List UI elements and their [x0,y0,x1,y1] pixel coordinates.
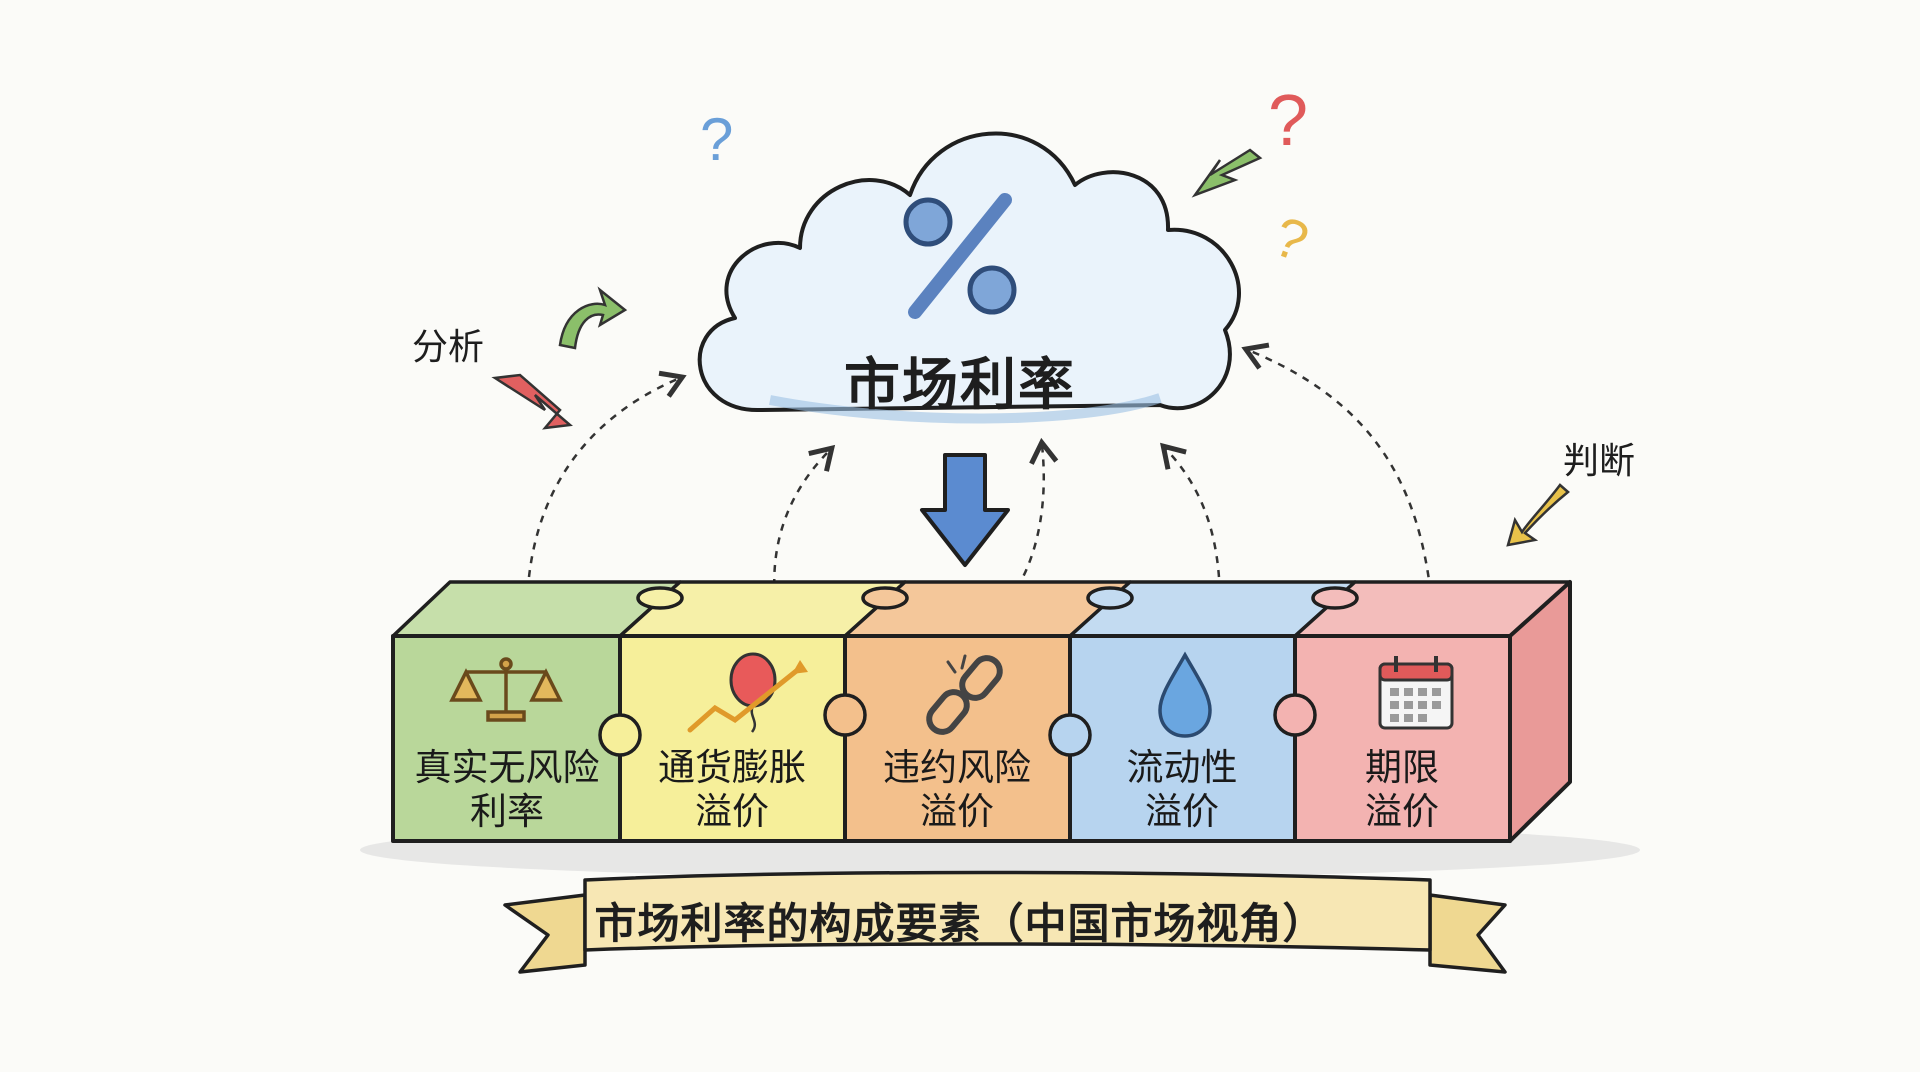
red-arrow-icon [491,373,573,430]
green-curved-arrow-icon [558,286,628,350]
analysis-label: 分析 [412,327,485,368]
puzzle-knob [823,693,867,737]
puzzle-knob [1086,586,1134,610]
question-mark-icon: ? [700,106,733,173]
connector-arrow [1160,442,1222,606]
block-side [1508,580,1572,843]
judgment-label: 判断 [1563,441,1636,482]
cloud-shading [769,393,1162,424]
piece-label-maturity: 期限 溢价 [1292,746,1512,834]
piece-label-line: 真实无风险 [414,746,600,789]
piece-label-line: 溢价 [1365,790,1439,833]
puzzle-knob [1273,693,1317,737]
connector-arrow [1241,342,1434,606]
puzzle-knob [1048,713,1092,757]
broken-chain-icon [926,654,1003,735]
balloon-trend-icon [687,652,808,733]
connector-arrow [525,370,687,606]
piece-label-line: 流动性 [1126,746,1238,789]
piece-label-line: 通货膨胀 [658,746,806,789]
down-arrow-icon [920,453,1010,567]
piece-label-line: 违约风险 [883,746,1031,789]
question-mark-icon: ? [1266,204,1317,274]
question-mark-icon: ? [1268,81,1308,161]
piece-label-real-risk-free: 真实无风险 利率 [397,746,617,834]
cloud-shape [697,131,1241,413]
title-banner [503,870,1507,974]
piece-label-liquidity: 流动性 溢价 [1072,746,1292,834]
green-arrow-icon [1191,148,1263,198]
piece-label-inflation: 通货膨胀 溢价 [622,746,842,834]
piece-label-line: 溢价 [1145,790,1219,833]
water-drop-icon [1158,651,1212,738]
connector-arrow [773,444,836,601]
piece-label-default-risk: 违约风险 溢价 [847,746,1067,834]
piece-label-line: 利率 [470,790,544,833]
puzzle-knob [861,586,909,610]
block-front-3 [843,634,1072,843]
puzzle-knob [636,586,684,610]
piece-label-line: 溢价 [920,790,994,833]
yellow-arrow-icon [1506,483,1570,547]
piece-label-line: 期限 [1365,746,1439,789]
scales-icon [449,657,563,722]
puzzle-knob [598,713,642,757]
piece-label-line: 溢价 [695,790,769,833]
percent-icon [903,193,1017,319]
calendar-icon [1378,656,1454,730]
cloud-title: 市场利率 [844,353,1076,418]
puzzle-knob [1311,586,1359,610]
banner-title: 市场利率的构成要素（中国市场视角） [594,899,1326,948]
